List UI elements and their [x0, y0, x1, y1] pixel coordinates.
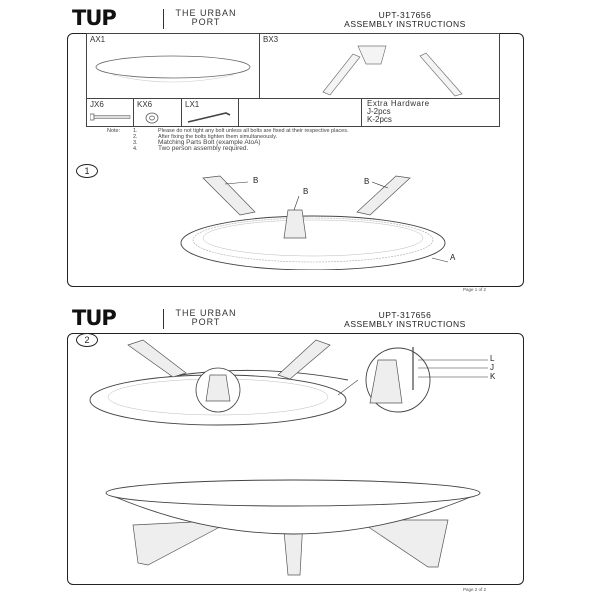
step-1-drawing [180, 175, 449, 270]
document-header: UPT-317656 ASSEMBLY INSTRUCTIONS [310, 311, 500, 329]
notes-list: 1.Please do not tight any bolt unless al… [133, 128, 348, 152]
note-item: 2.After fixing the bolts tighten them si… [133, 134, 278, 140]
brand-logo: TUP [72, 6, 117, 30]
extra-hardware-j: J-2pcs [367, 107, 391, 116]
leg-b-center [283, 209, 307, 239]
brand-name: THE URBAN PORT [170, 9, 242, 27]
extra-hardware-k: K-2pcs [367, 115, 392, 124]
part-cell-lx: LX1 [181, 98, 239, 127]
brand-name-line1: THE URBAN [175, 8, 237, 18]
document-header: UPT-317656 ASSEMBLY INSTRUCTIONS [310, 11, 500, 29]
brand-logo: TUP [72, 306, 117, 330]
label-b-left: B [253, 176, 259, 185]
tabletop-a [180, 215, 446, 270]
note-item: 4.Two person assembly required. [133, 145, 249, 152]
note-item: 3.Matching Parts Bolt (example AtoA) [133, 139, 261, 146]
label-j: J [490, 363, 494, 372]
document-title: ASSEMBLY INSTRUCTIONS [344, 319, 466, 329]
legs-part-drawing [322, 45, 463, 97]
part-cell-empty [238, 98, 362, 127]
part-cell-bx: BX3 [259, 33, 500, 99]
part-label-bx: BX3 [263, 35, 279, 44]
step-number-2: 2 [76, 333, 98, 347]
part-cell-ax: AX1 [86, 33, 260, 99]
brand-name: THE URBAN PORT [175, 308, 237, 327]
part-label-jx: JX6 [90, 100, 104, 109]
step-2-drawing [89, 339, 488, 576]
step-number-1: 1 [76, 164, 98, 178]
leg-b-left [202, 175, 256, 216]
part-cell-kx: KX6 [133, 98, 182, 127]
note-item: 1.Please do not tight any bolt unless al… [133, 128, 349, 134]
part-label-lx: LX1 [185, 100, 200, 109]
washer-icon [145, 112, 159, 124]
logo-divider [163, 309, 164, 329]
model-number: UPT-317656 [378, 310, 432, 320]
extra-hardware-cell: Extra Hardware J-2pcs K-2pcs [361, 98, 500, 127]
document-title: ASSEMBLY INSTRUCTIONS [344, 19, 466, 29]
tabletop-part-drawing [95, 55, 251, 83]
model-number: UPT-317656 [378, 10, 432, 20]
part-cell-jx: JX6 [86, 98, 134, 127]
page-number-1: Page 1 of 2 [463, 287, 487, 292]
brand-name-line2: PORT [191, 17, 221, 27]
leg-b-right [356, 175, 411, 216]
page-number-2: Page 2 of 2 [463, 587, 487, 592]
part-label-kx: KX6 [137, 100, 153, 109]
bolt-icon [90, 113, 131, 121]
logo-divider [163, 9, 164, 29]
page-2-frame [67, 333, 524, 585]
label-b-center: B [303, 187, 309, 196]
label-a: A [450, 253, 456, 262]
label-l: L [490, 354, 495, 363]
extra-hardware-title: Extra Hardware [367, 99, 430, 108]
notes-label: Note: [107, 128, 121, 134]
tabletop-assembled [105, 479, 481, 507]
label-b-right: B [364, 177, 370, 186]
part-label-ax: AX1 [90, 35, 106, 44]
label-k: K [490, 372, 496, 381]
allen-key-icon [187, 112, 231, 123]
